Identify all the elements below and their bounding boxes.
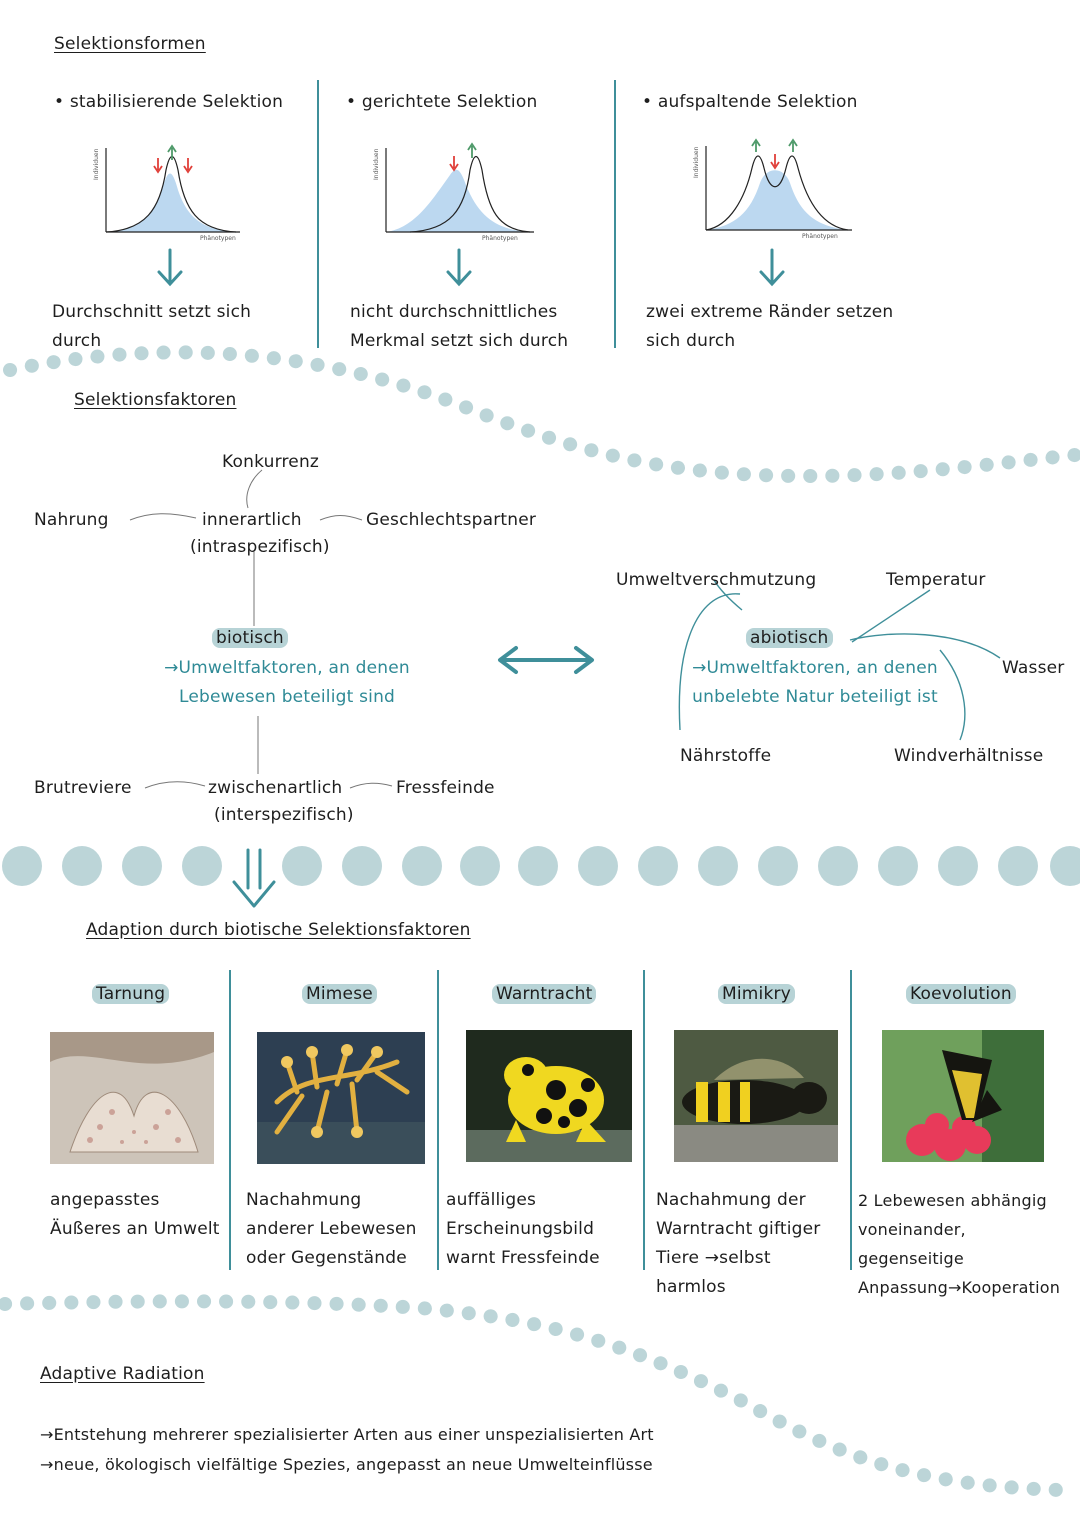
factor-item-temperature: Temperatur <box>886 570 986 590</box>
y-axis-label: Individuen <box>693 146 700 178</box>
stabilizing-selection-label: • stabilisierende Selektion <box>54 92 284 112</box>
radiation-line-2: →neue, ökologisch vielfältige Spezies, a… <box>40 1455 653 1474</box>
radiation-line-1: →Entstehung mehrerer spezialisierter Art… <box>40 1425 654 1444</box>
disruptive-result: zwei extreme Ränder setzen sich durch <box>646 302 894 351</box>
biotic-label: biotisch <box>212 624 288 653</box>
column-divider <box>850 970 852 1270</box>
selection-forms-title: Selektionsformen <box>54 34 206 54</box>
mimicry-moth-image <box>674 1030 838 1162</box>
adaptation-text-camouflage: angepasstes Äußeres an Umwelt <box>50 1190 220 1239</box>
radiation-title: Adaptive Radiation <box>40 1364 205 1384</box>
factor-item-water: Wasser <box>1002 658 1065 678</box>
adaptation-label-mimesis: Mimese <box>302 980 377 1009</box>
factor-item-mate: Geschlechtspartner <box>366 510 537 530</box>
column-divider <box>229 970 231 1270</box>
y-axis-label: Individuen <box>373 148 380 180</box>
adaptation-text-mimicry: Nachahmung der Warntracht giftiger Tiere… <box>656 1190 821 1297</box>
directional-selection-graph: Individuen Phänotypen <box>373 142 534 242</box>
factor-item-food: Nahrung <box>34 510 109 530</box>
selection-factors-title: Selektionsfaktoren <box>74 390 237 410</box>
column-divider <box>614 80 616 348</box>
stabilizing-selection-graph: Individuen Phänotypen <box>93 144 240 242</box>
camouflage-moth-image <box>50 1032 214 1164</box>
down-arrow-icon <box>759 248 785 287</box>
interspecific-label: zwischenartlich <box>208 778 343 798</box>
dotted-wave-divider <box>0 1294 1067 1497</box>
factor-item-pollution: Umweltverschmutzung <box>616 570 817 590</box>
abiotic-label: abiotisch <box>746 624 833 653</box>
double-arrow-icon <box>498 646 594 674</box>
column-divider <box>643 970 645 1270</box>
stabilizing-result: Durchschnitt setzt sich durch <box>52 302 252 351</box>
double-down-arrow-icon <box>232 848 276 908</box>
adaptation-text-coevolution: 2 Lebewesen abhängig voneinander, gegens… <box>858 1191 1061 1297</box>
abiotic-definition: →Umweltfaktoren, an denen unbelebte Natu… <box>692 658 938 707</box>
disruptive-selection-label: • aufspaltende Selektion <box>642 92 858 112</box>
y-axis-label: Individuen <box>93 148 100 180</box>
adaptation-label-coevolution: Koevolution <box>906 980 1016 1009</box>
intraspecific-label: innerartlich <box>202 510 302 530</box>
adaptation-text-mimesis: Nachahmung anderer Lebewesen oder Gegens… <box>246 1190 417 1268</box>
down-arrow-icon <box>157 248 183 287</box>
x-axis-label: Phänotypen <box>802 233 838 240</box>
factor-item-wind: Windverhältnisse <box>894 746 1044 766</box>
column-divider <box>317 80 319 348</box>
dotted-wave-divider <box>3 345 1080 483</box>
factor-item-competition: Konkurrenz <box>222 452 320 472</box>
directional-result: nicht durchschnittliches Merkmal setzt s… <box>350 302 569 351</box>
column-divider <box>437 970 439 1270</box>
adaptation-title: Adaption durch biotische Selektionsfakto… <box>86 920 471 940</box>
interspecific-sub: (interspezifisch) <box>214 805 354 825</box>
adaptation-label-camouflage: Tarnung <box>92 980 170 1009</box>
factor-item-predators: Fressfeinde <box>396 778 495 798</box>
warning-frog-image <box>466 1030 632 1162</box>
factor-item-breeding: Brutreviere <box>34 778 132 798</box>
directional-selection-label: • gerichtete Selektion <box>346 92 538 112</box>
intraspecific-sub: (intraspezifisch) <box>190 537 330 557</box>
factor-connector-lines <box>129 469 1001 789</box>
dot-row-divider <box>0 842 1080 890</box>
biotic-definition: →Umweltfaktoren, an denen Lebewesen bete… <box>164 658 410 707</box>
disruptive-selection-graph: Individuen Phänotypen <box>693 138 852 240</box>
adaptation-label-warning: Warntracht <box>492 980 597 1009</box>
adaptation-label-mimicry: Mimikry <box>718 980 795 1009</box>
mimesis-seadragon-image <box>257 1032 425 1164</box>
factor-item-nutrients: Nährstoffe <box>680 746 772 766</box>
x-axis-label: Phänotypen <box>200 235 236 242</box>
x-axis-label: Phänotypen <box>482 235 518 242</box>
adaptation-text-warning: auffälliges Erscheinungsbild warnt Fress… <box>446 1190 600 1268</box>
down-arrow-icon <box>446 248 472 287</box>
coevolution-butterfly-image <box>882 1030 1044 1162</box>
